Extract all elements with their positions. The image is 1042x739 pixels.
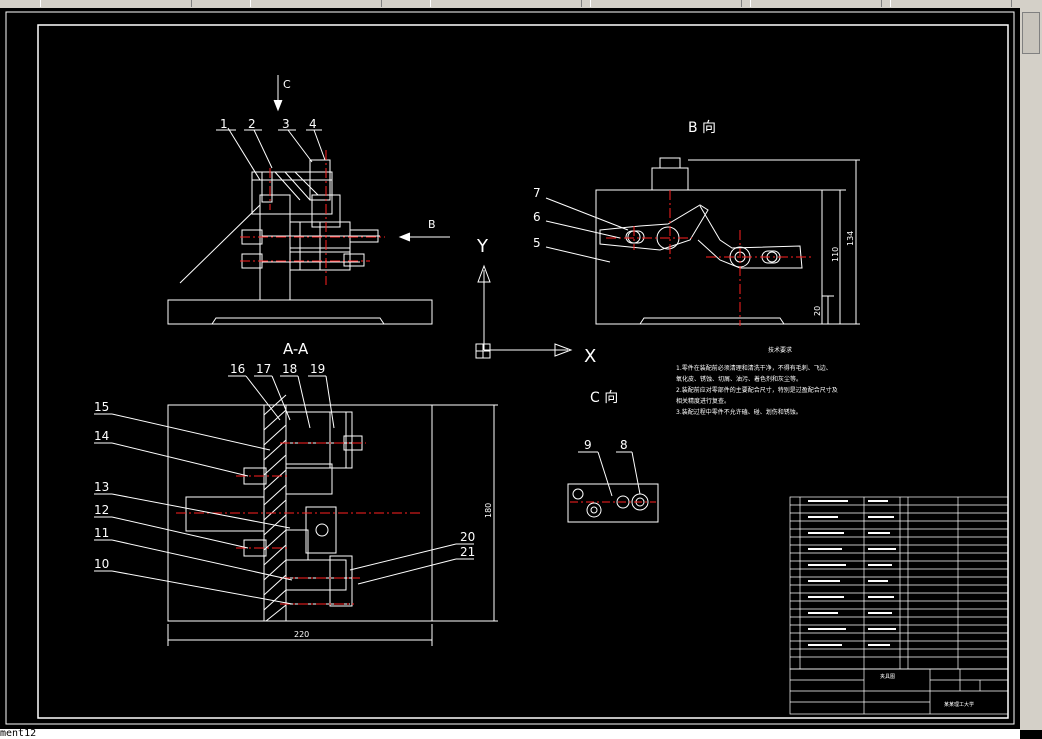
- part-number-14: 14: [94, 429, 109, 443]
- cad-drawing-canvas[interactable]: C B 1 2 3 4 Y X: [0, 8, 1020, 729]
- toolbar-combo[interactable]: [250, 0, 382, 7]
- b-view-leaders: [545, 197, 629, 263]
- notes-title: 技术要求: [768, 346, 792, 354]
- notes-line: 氧化皮、锈蚀、切屑、油污、着色剂和灰尘等。: [676, 375, 802, 383]
- part-number-16: 16: [230, 362, 245, 376]
- part-number-8: 8: [620, 438, 628, 452]
- ucs-icon: [475, 264, 573, 359]
- part-number-7: 7: [533, 186, 541, 200]
- part-number-10: 10: [94, 557, 109, 571]
- part-number-5: 5: [533, 236, 541, 250]
- c-view: [567, 451, 659, 523]
- part-number-9: 9: [584, 438, 592, 452]
- part-number-15: 15: [94, 400, 109, 414]
- front-view-leaders: [216, 127, 326, 181]
- part-number-13: 13: [94, 480, 109, 494]
- parts-list-text: [808, 500, 896, 646]
- title-block: [789, 668, 1009, 715]
- part-number-2: 2: [248, 117, 256, 131]
- dim-134: 134: [846, 231, 855, 246]
- notes-line: 1.零件在装配前必须清理和清洗干净，不得有毛刺、飞边、: [676, 364, 832, 372]
- ucs-y-label: Y: [476, 236, 489, 257]
- notes-line: 相关精度进行复查。: [676, 397, 730, 405]
- toolbar-combo[interactable]: [750, 0, 882, 7]
- vertical-scrollbar[interactable]: [1020, 8, 1042, 730]
- part-number-19: 19: [310, 362, 325, 376]
- front-view: [167, 75, 450, 325]
- notes-line: 3.装配过程中零件不允许磕、碰、划伤和锈蚀。: [676, 408, 802, 416]
- sheet-border: [5, 11, 1015, 725]
- toolbar-combo[interactable]: [40, 0, 192, 7]
- toolbar-strip: [0, 0, 1042, 8]
- part-number-1: 1: [220, 117, 228, 131]
- section-a-a-label: A-A: [283, 340, 309, 358]
- section-a-a-leaders: [94, 375, 474, 605]
- toolbar-combo[interactable]: [590, 0, 742, 7]
- c-view-label: C 向: [590, 390, 618, 406]
- part-number-12: 12: [94, 503, 109, 517]
- dim-220: 220: [294, 630, 309, 639]
- ucs-x-label: X: [584, 346, 596, 367]
- toolbar-combo[interactable]: [430, 0, 582, 7]
- part-number-6: 6: [533, 210, 541, 224]
- command-line[interactable]: ment12: [0, 729, 1020, 739]
- scrollbar-thumb[interactable]: [1022, 12, 1040, 54]
- part-number-4: 4: [309, 117, 317, 131]
- part-number-17: 17: [256, 362, 271, 376]
- view-arrow-b-label: B: [428, 218, 436, 231]
- drawing-frame: [37, 24, 1009, 719]
- section-a-a: [167, 394, 498, 646]
- notes-line: 2.装配前应对零部件的主要配合尺寸，特别是过盈配合尺寸及: [676, 386, 838, 394]
- school-name: 某某理工大学: [944, 701, 974, 708]
- part-number-20: 20: [460, 530, 475, 544]
- dim-110: 110: [831, 247, 840, 262]
- dim-20: 20: [813, 306, 822, 316]
- b-view-centerlines: [606, 190, 812, 326]
- part-number-21: 21: [460, 545, 475, 559]
- b-view-label: B 向: [688, 120, 716, 136]
- parts-list: [789, 496, 1009, 670]
- front-view-centerlines: [240, 150, 385, 285]
- part-number-3: 3: [282, 117, 290, 131]
- part-number-18: 18: [282, 362, 297, 376]
- dim-180: 180: [484, 503, 493, 518]
- b-view: [595, 157, 860, 325]
- drawing-name: 夹具图: [880, 673, 895, 680]
- part-number-11: 11: [94, 526, 109, 540]
- toolbar-combo[interactable]: [890, 0, 1012, 7]
- view-arrow-c-label: C: [283, 78, 291, 91]
- section-a-a-centerlines: [176, 442, 420, 605]
